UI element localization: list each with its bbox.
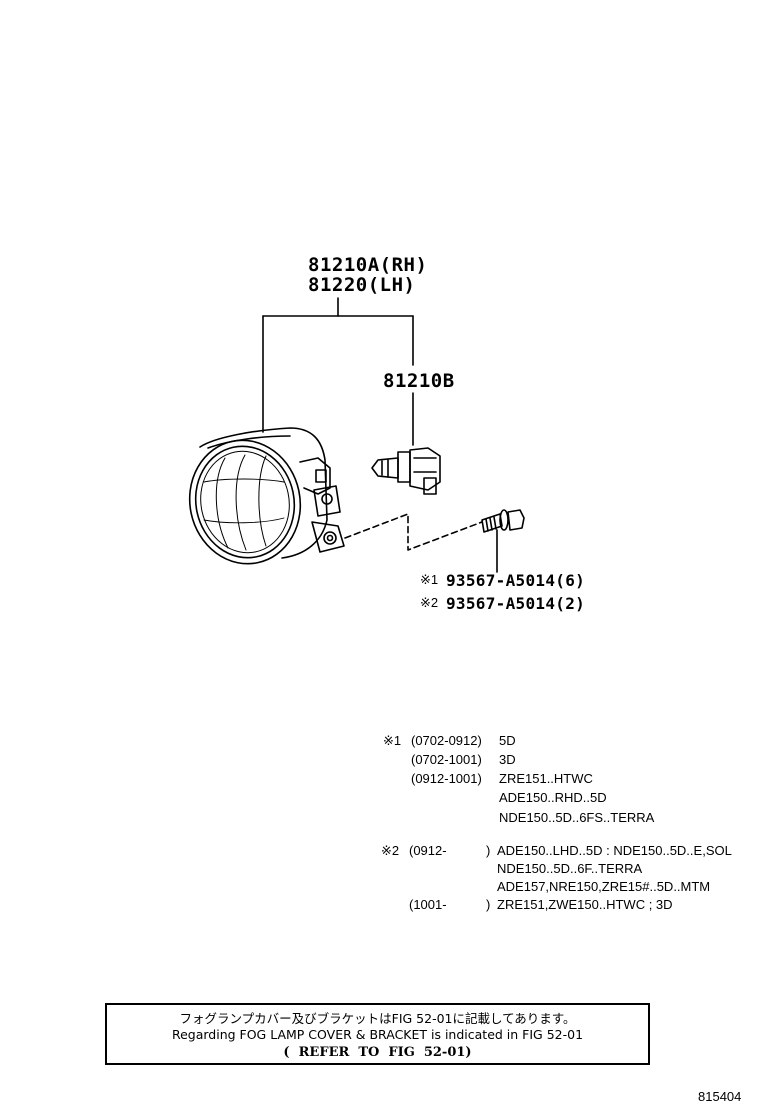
note-2-range-close: )	[486, 843, 491, 858]
note-1-models: ZRE151..HTWC	[499, 771, 593, 786]
note-2-range: (1001-	[409, 897, 447, 912]
note-1-models: 3D	[499, 752, 516, 767]
note-2-models: ZRE151,ZWE150..HTWC ; 3D	[497, 897, 673, 912]
note-1-models: 5D	[499, 733, 516, 748]
lamp-leader-line	[262, 297, 414, 433]
note-1-range: (0702-1001)	[411, 752, 482, 767]
fog-bulb	[371, 447, 441, 495]
bolt-1-part-number[interactable]: 93567-A5014(6)	[446, 571, 586, 590]
refer-to-fig-link[interactable]: ( REFER TO FIG 52-01)	[283, 1045, 472, 1060]
note-1-range: (0702-0912)	[411, 733, 482, 748]
note-2-models: NDE150..5D..6F..TERRA	[497, 861, 643, 876]
notice-japanese: フォグランプカバー及びブラケットはFIG 52-01に記載してあります。	[179, 1011, 576, 1026]
note-1-models: ADE150..RHD..5D	[499, 790, 607, 805]
bolt-1-note-mark: ※1	[420, 572, 439, 587]
note-2-range: (0912-	[409, 843, 447, 858]
bolt-2-note-mark: ※2	[420, 595, 439, 610]
bulb-part-number[interactable]: 81210B	[383, 370, 455, 392]
reference-notice-box: フォグランプカバー及びブラケットはFIG 52-01に記載してあります。 Reg…	[105, 1003, 650, 1065]
note-2-range-close: )	[486, 897, 491, 912]
note-1-range: (0912-1001)	[411, 771, 482, 786]
notice-english: Regarding FOG LAMP COVER & BRACKET is in…	[171, 1027, 584, 1042]
note-2-mark: ※2	[381, 843, 400, 858]
note-2-models: ADE157,NRE150,ZRE15#..5D..MTM	[497, 879, 711, 894]
bolt-2-part-number[interactable]: 93567-A5014(2)	[446, 594, 586, 613]
bolt-connection-dashed	[344, 513, 483, 551]
lamp-lh-part-number[interactable]: 81220(LH)	[308, 274, 416, 296]
note-2-models: ADE150..LHD..5D : NDE150..5D..E,SOL	[497, 843, 732, 858]
fog-lamp-assembly	[188, 427, 345, 565]
note-1-models: NDE150..5D..6FS..TERRA	[499, 810, 655, 825]
lamp-rh-part-number[interactable]: 81210A(RH)	[308, 254, 428, 276]
figure-id: 815404	[698, 1089, 742, 1104]
mounting-bolt	[481, 509, 525, 533]
note-1-mark: ※1	[383, 733, 402, 748]
